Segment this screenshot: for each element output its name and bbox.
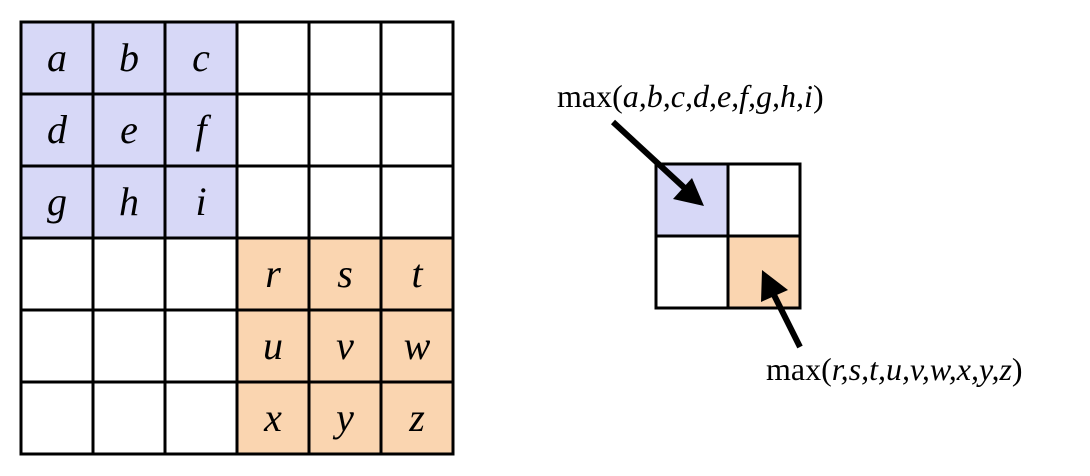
output-cell-0-1 bbox=[726, 162, 802, 238]
cell-letter-g: g bbox=[47, 179, 67, 224]
input-cell bbox=[235, 20, 311, 96]
cell-letter-c: c bbox=[192, 35, 210, 80]
cell-letter-e: e bbox=[120, 107, 138, 152]
cell-letter-r: r bbox=[265, 251, 281, 296]
input-cell bbox=[379, 380, 455, 456]
cell-letter-i: i bbox=[195, 179, 206, 224]
cell-letter-d: d bbox=[47, 107, 68, 152]
max-label-top: max(a,b,c,d,e,f,g,h,i) bbox=[557, 78, 824, 114]
max-label-bottom: max(r,s,t,u,v,w,x,y,z) bbox=[766, 351, 1023, 387]
cell-letter-a: a bbox=[47, 35, 67, 80]
input-cell bbox=[235, 92, 311, 168]
input-cell bbox=[163, 380, 239, 456]
arrow-to-bottom-right-output bbox=[761, 270, 803, 349]
input-cell bbox=[19, 308, 95, 384]
input-cell bbox=[163, 236, 239, 312]
cell-letter-w: w bbox=[404, 323, 431, 368]
highlight-block-1 bbox=[21, 22, 237, 238]
input-cell bbox=[91, 308, 167, 384]
input-cell bbox=[91, 380, 167, 456]
output-grid bbox=[654, 162, 802, 310]
input-cell bbox=[379, 20, 455, 96]
cell-letter-x: x bbox=[263, 395, 282, 440]
input-cell bbox=[91, 236, 167, 312]
cell-letter-y: y bbox=[332, 395, 354, 440]
cell-letter-h: h bbox=[119, 179, 139, 224]
input-cell bbox=[379, 92, 455, 168]
cell-letter-z: z bbox=[408, 395, 425, 440]
input-cell bbox=[163, 308, 239, 384]
input-cell bbox=[307, 20, 383, 96]
output-cell-1-0 bbox=[654, 234, 730, 310]
cell-letter-v: v bbox=[336, 323, 354, 368]
cell-letter-u: u bbox=[263, 323, 283, 368]
input-cell bbox=[19, 380, 95, 456]
cell-letter-b: b bbox=[119, 35, 139, 80]
arrow-to-top-left-output bbox=[610, 119, 704, 206]
input-cell bbox=[19, 236, 95, 312]
cell-letter-t: t bbox=[411, 251, 423, 296]
cell-letter-s: s bbox=[337, 251, 353, 296]
input-cell bbox=[379, 164, 455, 240]
input-cell bbox=[307, 92, 383, 168]
input-cell bbox=[307, 164, 383, 240]
highlight-block-2 bbox=[237, 238, 453, 454]
input-cell bbox=[235, 164, 311, 240]
